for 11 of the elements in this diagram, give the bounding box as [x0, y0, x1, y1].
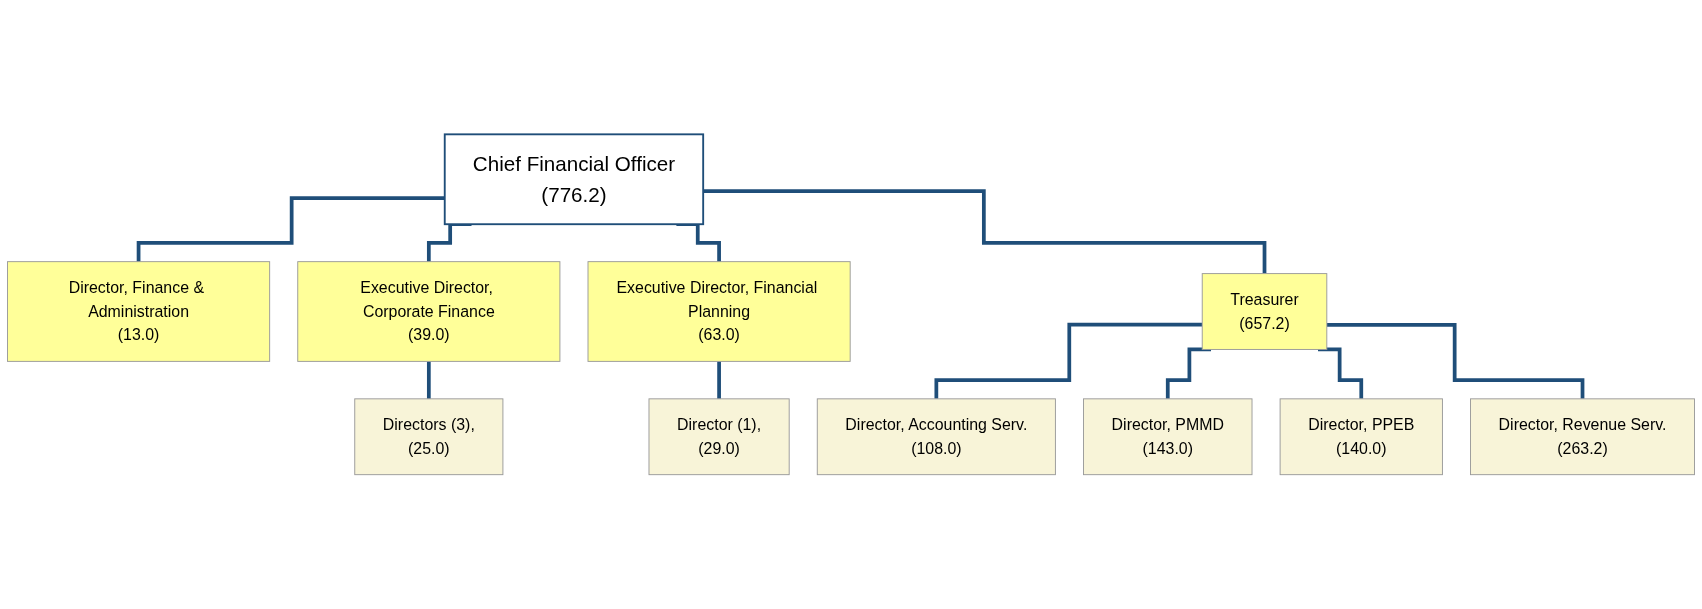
node-box: Treasurer (657.2): [1201, 273, 1328, 350]
node-box: Chief Financial Officer (776.2): [443, 133, 705, 226]
node-box: Executive Director, Financial Planning (63.0): [587, 261, 851, 362]
node-box: Directors (3), (25.0): [354, 398, 504, 476]
node-box: Director, PMMD (143.0): [1083, 398, 1253, 476]
node-box: Director, PPEB (140.0): [1279, 398, 1443, 476]
node-box: Director (1), (29.0): [648, 398, 790, 476]
node-box: Director, Revenue Serv. (263.2): [1470, 398, 1695, 476]
node-box: Director, Accounting Serv. (108.0): [816, 398, 1056, 476]
node-box: Executive Director, Corporate Finance (39.0): [297, 261, 561, 362]
node-box: Director, Finance & Administration (13.0): [7, 261, 271, 362]
